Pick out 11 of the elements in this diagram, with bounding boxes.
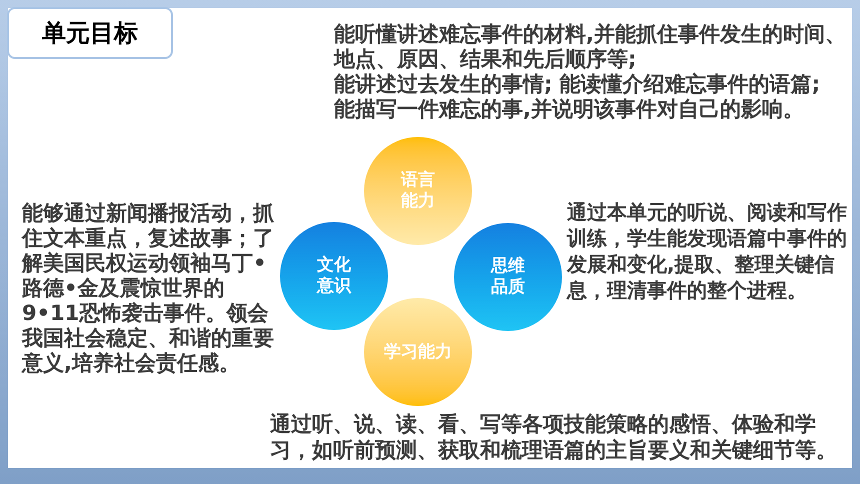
description-text: 通过听、说、读、看、写等各项技能策略的感悟、体验和学习，如听前预测、获取和梳理语篇的主旨要义和关键细节等。 (270, 411, 838, 463)
circle-label: 语言能力 (400, 170, 436, 212)
circle-label: 思维品质 (490, 256, 526, 298)
description-text: 能讲述过去发生的事情; 能读懂介绍难忘事件的语篇; (334, 72, 822, 97)
description-text: 能听懂讲述难忘事件的材料,并能抓住事件发生的时间、地点、原因、结果和先后顺序等; (334, 22, 847, 72)
section-heading: 单元目标 (7, 7, 173, 59)
description-text: 通过本单元的听说、阅读和写作训练，学生能发现语篇中事件的发展和变化,提取、整理关键信息，理清事件的整个进程。 (567, 199, 848, 303)
circle-label: 文化意识 (316, 255, 352, 297)
description-text: 能描写一件难忘的事,并说明该事件对自己的影响。 (334, 97, 805, 122)
description-text: 能够通过新闻播报活动，抓住文本重点，复述故事；了解美国民权运动领袖马丁•路德•金及震惊世界的9•11恐怖袭击事件。领会我国社会稳定、和谐的重要意义,培养社会责任感。 (22, 201, 275, 376)
circle-label: 学习能力 (384, 342, 452, 362)
